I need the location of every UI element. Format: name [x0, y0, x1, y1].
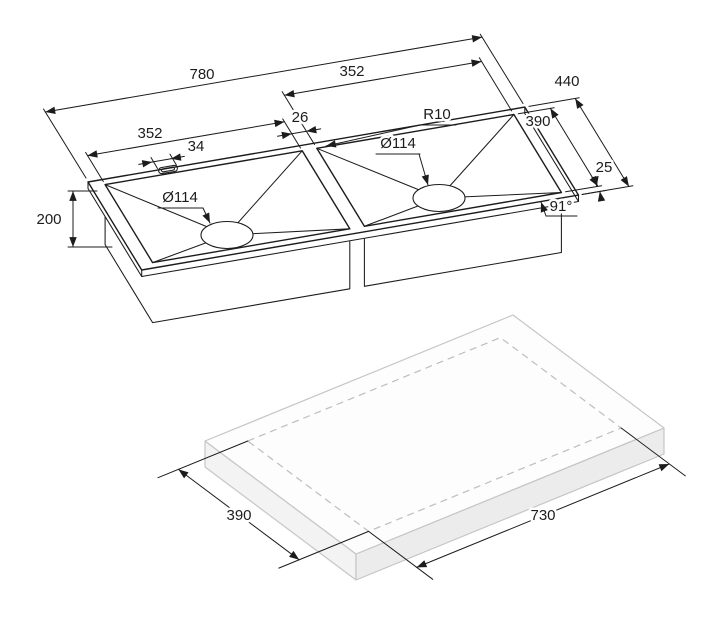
arrow-line [170, 153, 185, 161]
extension-line [281, 91, 315, 145]
bowl-depth-label: 390 [525, 113, 550, 130]
extension-line [368, 530, 434, 580]
dimension-line [44, 35, 483, 115]
arrow-line [591, 175, 599, 187]
extension-line [278, 530, 370, 569]
right-bowl [316, 113, 563, 228]
dimension-line [283, 59, 482, 98]
dimension-line [86, 119, 285, 158]
leader-line [418, 153, 429, 186]
left-bowl-width-label: 352 [137, 125, 162, 142]
extension-line [517, 107, 555, 115]
extension-line [85, 151, 104, 182]
extension-line [581, 189, 607, 195]
drain-right-label: Ø114 [380, 135, 416, 152]
extension-line [157, 440, 249, 479]
dimension-divider-width: 26 [277, 107, 322, 140]
left-bowl-underbody [104, 216, 351, 324]
edge-border-label: 25 [596, 159, 613, 176]
extension-line [479, 33, 524, 104]
dimension-overall-depth: 440 [528, 71, 634, 195]
dimension-overall-width: 780 [43, 33, 524, 179]
right-drain-icon [412, 183, 466, 213]
faucet-hole-width-label: 34 [188, 138, 205, 155]
bowl-line [226, 150, 303, 236]
dimension-edge-border: 25 [581, 157, 615, 202]
overall-depth-label: 440 [554, 73, 579, 90]
extension-line [150, 157, 158, 169]
dimension-cutout-length: 730 [368, 427, 686, 580]
dimension-drain-right: Ø114 [375, 133, 429, 186]
leader-line [325, 124, 421, 148]
dimension-faucet-hole-width: 34 [138, 136, 207, 169]
faucet-hole-outer [158, 164, 178, 175]
sink-dimensions: 780 352 352 26 34 [34, 33, 634, 248]
extension-line [620, 427, 686, 477]
cutout-length-label: 730 [530, 507, 555, 524]
dimension-line [177, 468, 300, 561]
dimension-corner-radius: R10 [325, 104, 457, 148]
extension-line [478, 57, 513, 112]
right-bowl-width-label: 352 [339, 63, 364, 80]
arrow-line [305, 125, 322, 134]
dimension-bowl-height: 200 [34, 190, 113, 248]
right-bowl-underbody [363, 204, 562, 287]
wall-angle-label: 91° [550, 198, 573, 215]
dimension-line [291, 130, 307, 135]
bowl-height-label: 200 [36, 211, 61, 228]
sink-body [87, 106, 580, 324]
dimension-line [151, 158, 172, 163]
left-bowl-opening [104, 150, 351, 264]
dimension-right-bowl-width: 352 [281, 57, 513, 145]
leader-line [202, 207, 211, 224]
cutout-depth-label: 390 [226, 507, 251, 524]
extension-line [528, 97, 580, 107]
faucet-hole-inner [161, 166, 175, 173]
arrow-line [597, 190, 606, 202]
drain-left-label: Ø114 [162, 189, 198, 206]
right-bowl-opening [316, 113, 563, 228]
arrow-line [138, 160, 153, 168]
leader-line [540, 201, 548, 217]
dimension-line [416, 463, 670, 568]
dimension-cutout-depth: 390 [157, 440, 370, 569]
divider-width-label: 26 [292, 109, 309, 126]
dimension-line [549, 107, 599, 187]
bowl-line [438, 113, 515, 199]
arrow-line [277, 131, 293, 140]
left-bowl [104, 150, 351, 264]
dimension-left-bowl-width: 352 [85, 118, 301, 182]
faucet-hole [158, 164, 178, 175]
dimension-bowl-depth: 390 [517, 107, 603, 193]
left-drain-icon [200, 220, 254, 250]
extension-line [43, 108, 87, 179]
countertop-template: 390 730 [157, 314, 686, 581]
dimension-wall-angle: 91° [540, 196, 578, 218]
extension-line [169, 153, 177, 166]
corner-radius-label: R10 [423, 106, 451, 123]
extension-line [565, 185, 603, 193]
dimension-drain-left: Ø114 [157, 187, 211, 224]
overall-width-label: 780 [189, 66, 214, 83]
